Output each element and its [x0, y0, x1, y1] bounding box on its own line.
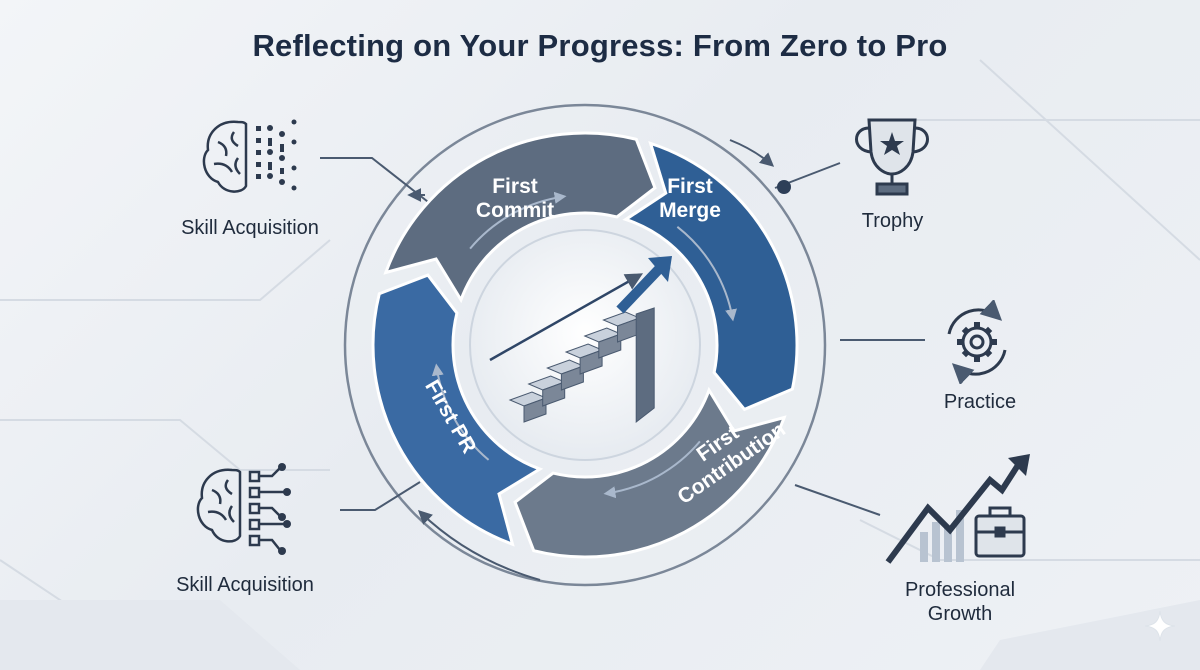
connector-node: [777, 180, 791, 194]
connector-skill-bottom: [340, 481, 421, 511]
segment-first-pr-flow-arrow: [431, 363, 490, 461]
sparkle-icon: [1144, 610, 1176, 642]
connector-skill-top: [320, 157, 433, 206]
stair-riser: [523, 397, 547, 423]
page-title: Reflecting on Your Progress: From Zero t…: [252, 28, 948, 63]
stair-riser: [560, 365, 584, 391]
segment-first-commit: [383, 131, 657, 304]
skill-acquisition-label-top: Skill Acquisition: [181, 217, 319, 239]
segment-first-commit-flow-arrow: [469, 191, 567, 250]
growth-chart-briefcase-icon: [885, 454, 1030, 564]
skill-acquisition-label-bottom: Skill Acquisition: [176, 574, 314, 596]
stair-side: [635, 307, 655, 424]
trophy-label: Trophy: [861, 210, 924, 232]
stair-riser: [579, 349, 603, 375]
segment-first-merge-flow-arrow: [676, 226, 737, 322]
brain-binary-icon: [202, 119, 297, 193]
segment-first-contribution-flow-arrow: [603, 440, 701, 499]
brain-circuit-icon: [196, 463, 291, 555]
stair-riser: [542, 381, 566, 407]
trophy-icon: [855, 118, 929, 196]
practice-label: Practice: [943, 391, 1017, 413]
connector-growth: [794, 484, 881, 516]
segment-first-contribution: [513, 386, 787, 559]
segment-first-merge: [622, 141, 799, 412]
outer-arrow-bottom: [417, 510, 541, 581]
gear-cycle-icon: [947, 300, 1007, 384]
outer-ring: [343, 103, 827, 587]
outer-arrow-top-right: [729, 139, 775, 167]
segment-first-pr: [371, 273, 544, 547]
stair-riser: [598, 333, 622, 359]
staircase-arrow-icon: [489, 256, 672, 424]
